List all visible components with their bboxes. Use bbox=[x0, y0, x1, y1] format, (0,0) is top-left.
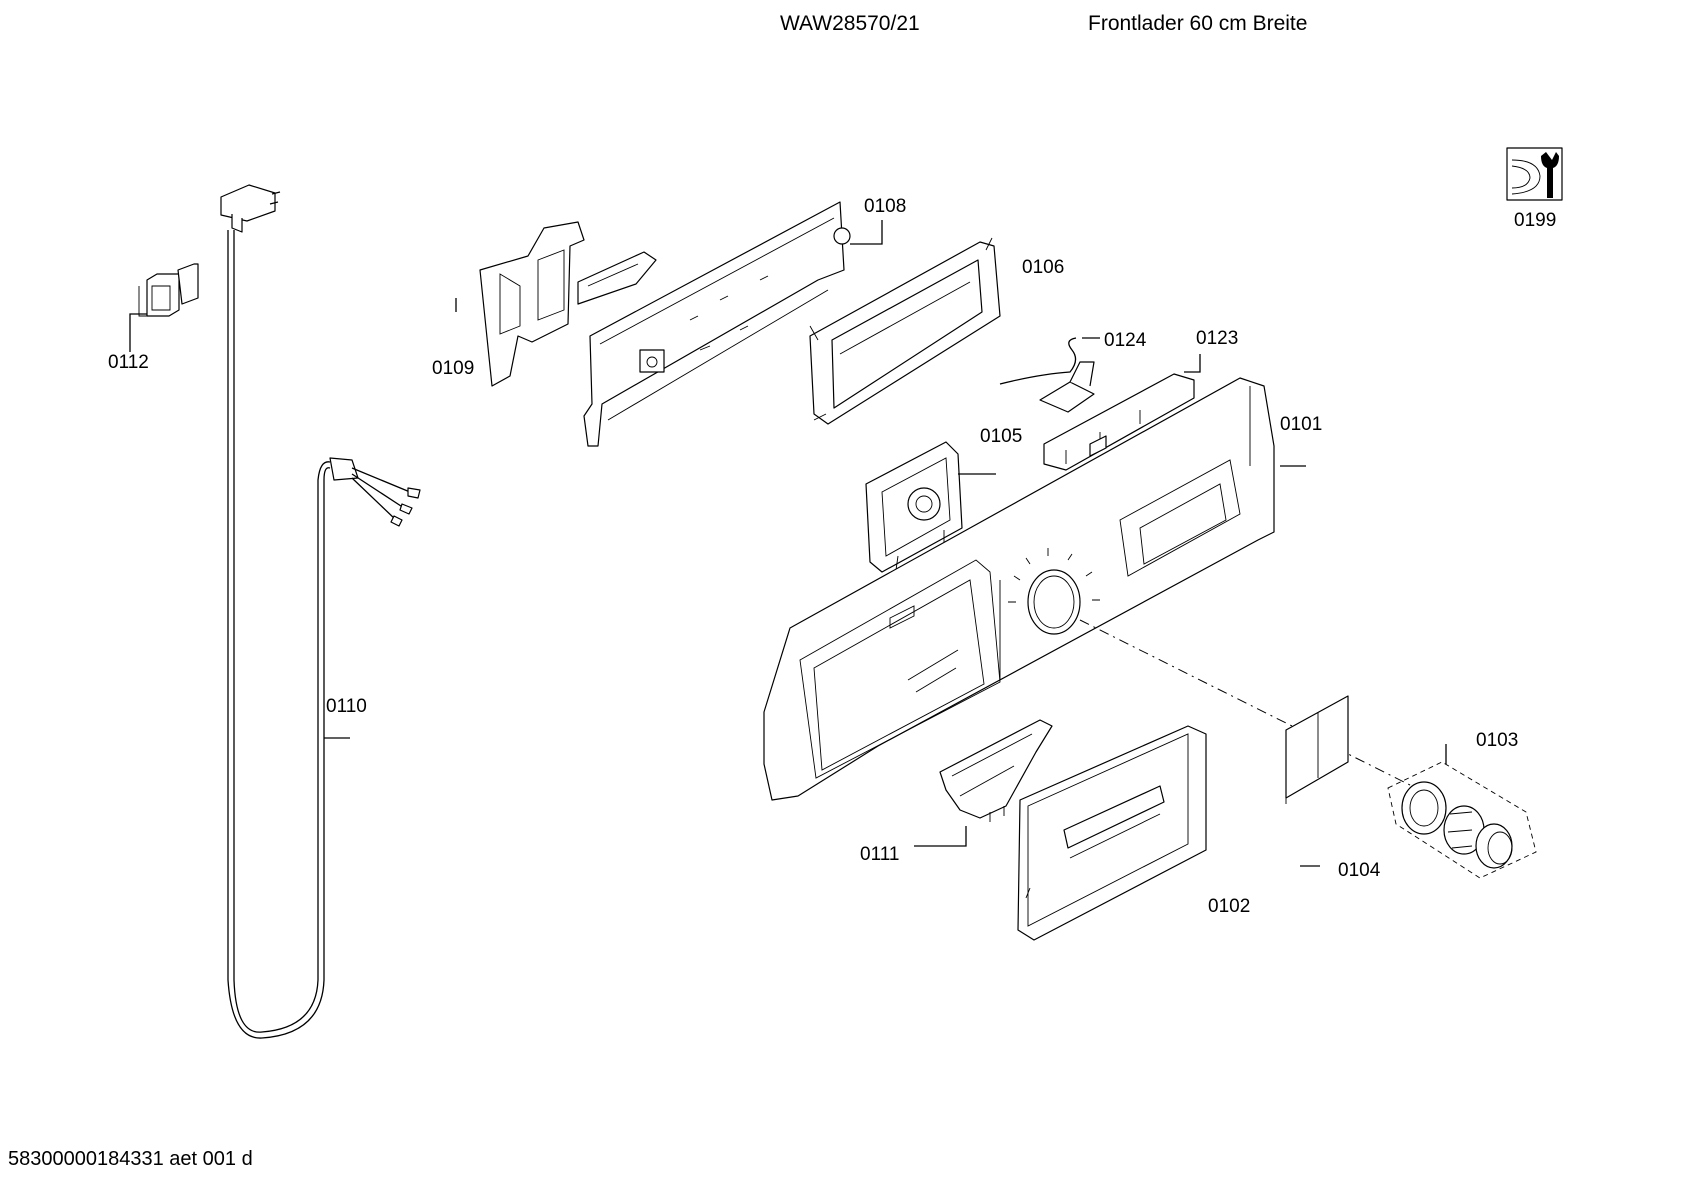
document-id: 58300000184331 aet 001 d bbox=[8, 1148, 253, 1170]
assembly-axis-line bbox=[1079, 619, 1421, 791]
part-bracket[interactable] bbox=[479, 221, 657, 387]
part-label-0109: 0109 bbox=[432, 358, 474, 379]
part-label-0105: 0105 bbox=[980, 426, 1022, 447]
part-label-0102: 0102 bbox=[1208, 896, 1250, 917]
part-label-0110: 0110 bbox=[326, 696, 367, 717]
part-label-0101: 0101 bbox=[1280, 414, 1322, 435]
part-latch-bar[interactable] bbox=[1043, 373, 1195, 471]
leader-line bbox=[129, 313, 147, 352]
part-label-0103: 0103 bbox=[1476, 730, 1518, 751]
part-label-0199: 0199 bbox=[1514, 210, 1556, 231]
part-display-frame[interactable] bbox=[809, 237, 1001, 425]
part-drawer-front[interactable] bbox=[1017, 725, 1207, 941]
model-description: Frontlader 60 cm Breite bbox=[1088, 12, 1308, 35]
model-number: WAW28570/21 bbox=[780, 12, 920, 35]
part-label-0106: 0106 bbox=[1022, 257, 1064, 278]
wrench-tools-icon[interactable] bbox=[1506, 147, 1563, 201]
part-knob[interactable] bbox=[1387, 761, 1537, 879]
part-label-0104: 0104 bbox=[1338, 860, 1381, 881]
part-label-0123: 0123 bbox=[1196, 328, 1238, 349]
part-label-0124: 0124 bbox=[1104, 330, 1147, 351]
part-label-0112: 0112 bbox=[108, 352, 149, 373]
part-sensor-wire[interactable] bbox=[999, 337, 1095, 413]
leader-line bbox=[914, 826, 967, 847]
leader-line bbox=[850, 220, 883, 245]
part-control-panel[interactable] bbox=[763, 377, 1275, 801]
leader-line bbox=[1184, 354, 1201, 373]
part-sticker[interactable] bbox=[1285, 695, 1349, 804]
part-handle-insert[interactable] bbox=[939, 719, 1053, 822]
part-clip[interactable] bbox=[138, 263, 199, 317]
part-label-0111: 0111 bbox=[860, 844, 899, 865]
part-power-cable[interactable] bbox=[220, 184, 421, 1039]
part-electronics-board[interactable] bbox=[583, 201, 851, 447]
part-program-selector[interactable] bbox=[865, 441, 963, 573]
part-label-0108: 0108 bbox=[864, 196, 906, 217]
